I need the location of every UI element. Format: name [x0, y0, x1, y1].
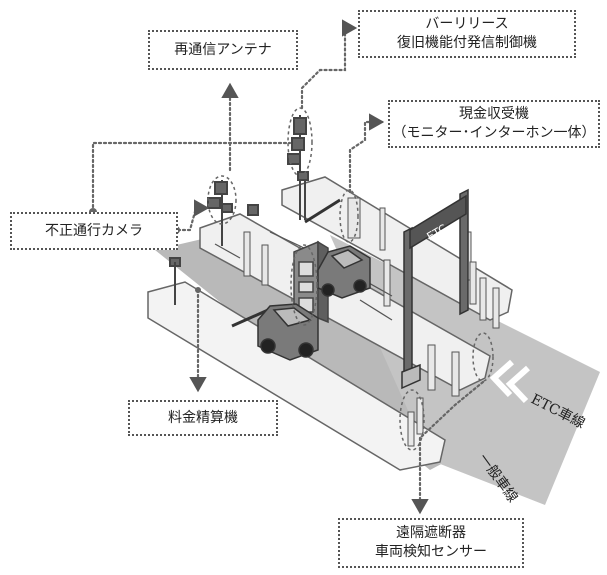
leader-lines — [91, 19, 485, 515]
callout-barrier-line1: 遠隔遮断器 — [396, 525, 466, 541]
callout-fare-machine: 料金精算機 — [128, 400, 278, 436]
callout-cash-line2: （モニター･インターホン一体） — [392, 125, 596, 141]
etc-gantry: ETC — [401, 188, 469, 390]
callout-bar-release-line2: 復旧機能付発信制御機 — [397, 35, 537, 51]
callout-barrier-line2: 車両検知センサー — [375, 544, 487, 560]
callout-antenna: 再通信アンテナ — [148, 30, 298, 70]
etc-chevrons — [489, 359, 530, 404]
callout-camera-text: 不正通行カメラ — [45, 222, 143, 239]
callout-bar-release: バーリリース 復旧機能付発信制御機 — [358, 10, 576, 58]
car-rear — [317, 245, 371, 299]
barrier-bars — [231, 198, 341, 328]
callout-bar-release-line1: バーリリース — [425, 16, 509, 32]
callout-cash-line1: 現金収受機 — [459, 106, 529, 122]
callout-cash-machine: 現金収受機 （モニター･インターホン一体） — [388, 100, 600, 148]
island-front — [147, 281, 446, 471]
car-front — [257, 303, 319, 361]
callout-antenna-text: 再通信アンテナ — [174, 41, 272, 58]
island-middle — [199, 213, 491, 391]
callout-fare-text: 料金精算機 — [168, 409, 238, 426]
callout-barrier-sensor: 遠隔遮断器 車両検知センサー — [338, 518, 524, 568]
callout-camera: 不正通行カメラ — [10, 212, 178, 250]
